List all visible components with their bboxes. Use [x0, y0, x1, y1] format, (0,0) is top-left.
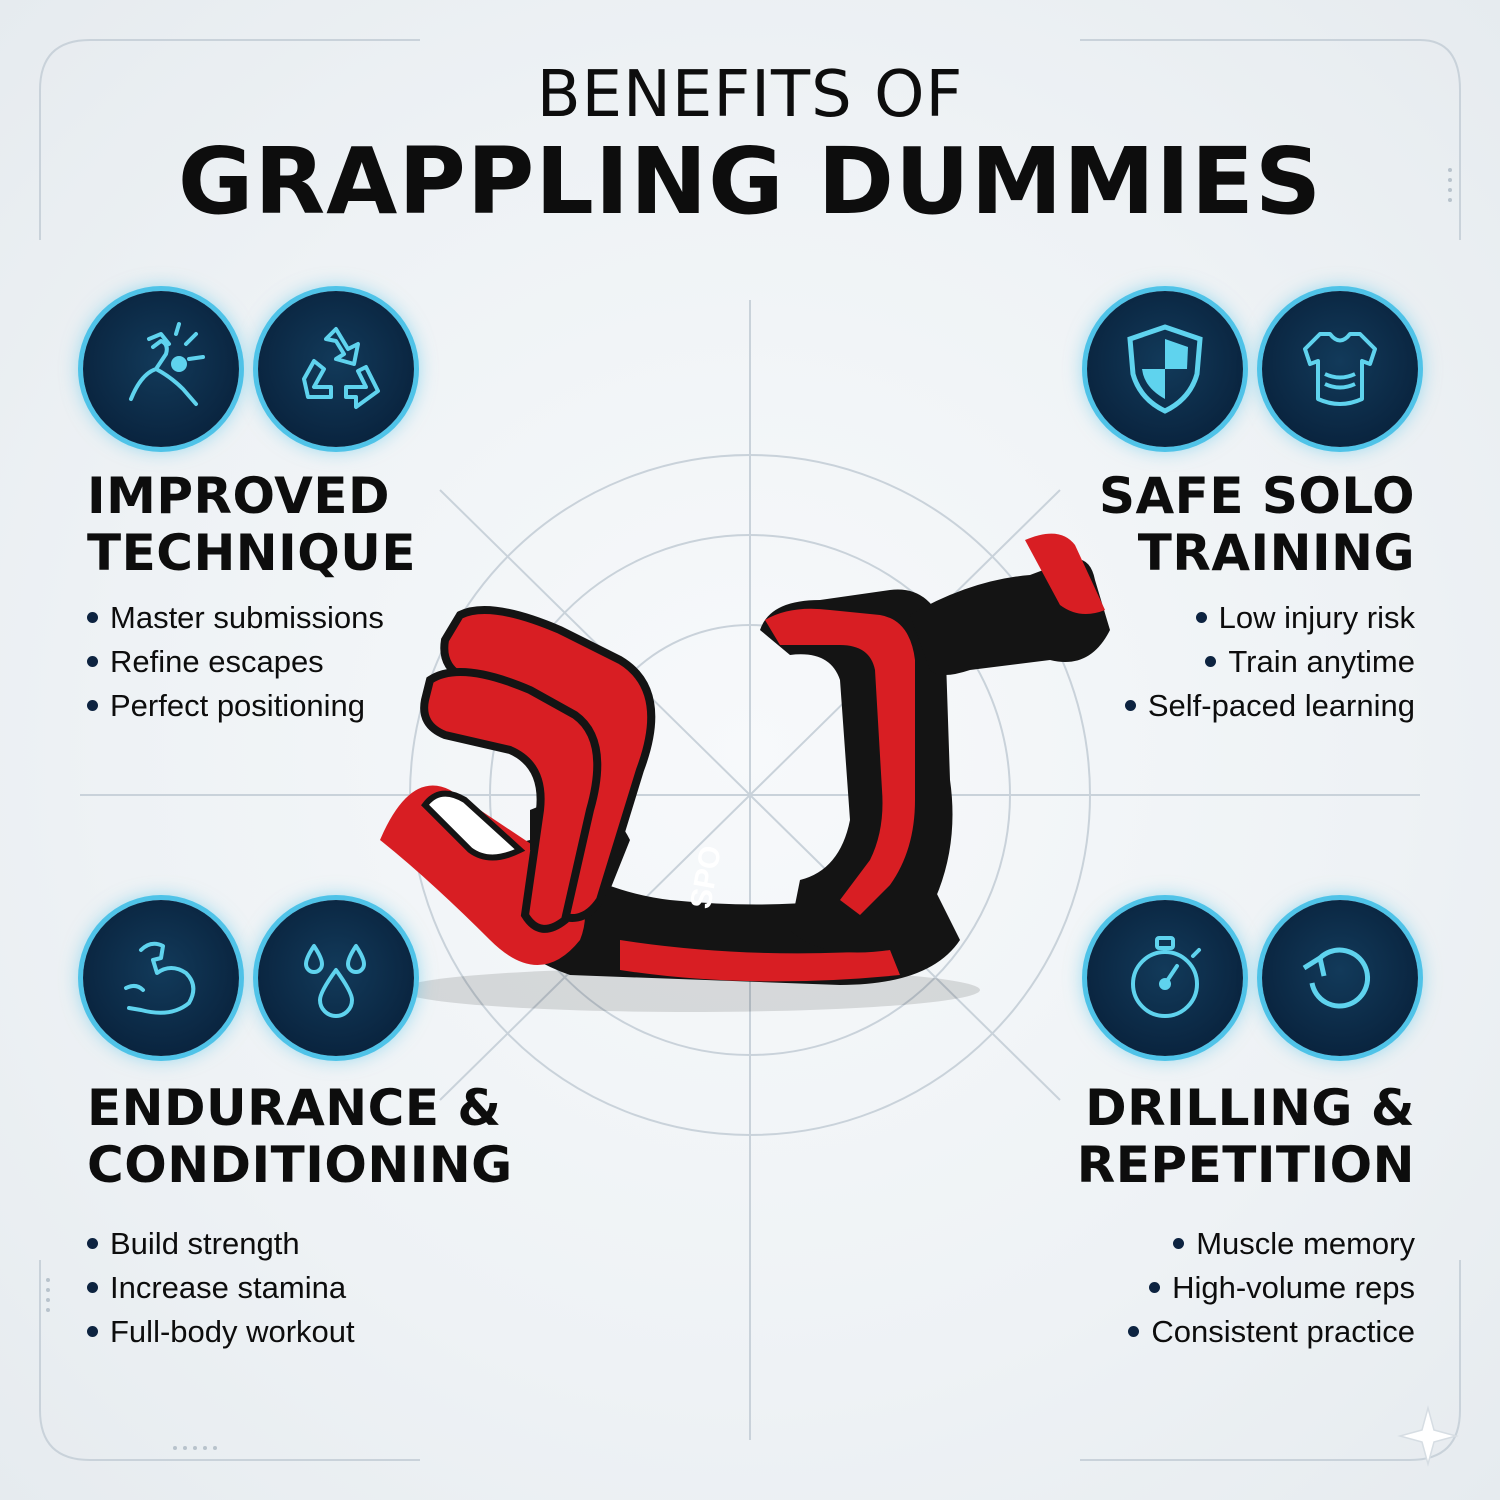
list-item: Refine escapes	[87, 640, 384, 684]
list-item-text: High-volume reps	[1172, 1270, 1415, 1305]
benefit-list: Muscle memory High-volume reps Consisten…	[1128, 1222, 1415, 1354]
list-item: Train anytime	[1125, 640, 1415, 684]
section-title-line: TRAINING	[1137, 524, 1415, 582]
list-item-text: Build strength	[110, 1226, 300, 1261]
list-item-text: Master submissions	[110, 600, 384, 635]
list-item-text: Self-paced learning	[1147, 688, 1415, 723]
list-item: Self-paced learning	[1124, 684, 1415, 728]
repeat-arrow-icon	[1262, 900, 1418, 1056]
benefit-list: Low injury risk Train anytime Self-paced…	[1124, 596, 1415, 728]
list-item-text: Train anytime	[1228, 644, 1415, 679]
flexing-arm-icon	[83, 291, 239, 447]
water-drops-icon	[258, 900, 414, 1056]
section-title-line: IMPROVED	[87, 467, 391, 525]
section-title-line: SAFE SOLO	[1098, 467, 1415, 525]
grappling-dummy-illustration: SPO	[380, 533, 1110, 1012]
benefit-list: Master submissions Refine escapes Perfec…	[87, 596, 384, 728]
list-item-text: Increase stamina	[110, 1270, 347, 1305]
list-item: High-volume reps	[1128, 1266, 1415, 1310]
list-item-text: Muscle memory	[1196, 1226, 1415, 1261]
stopwatch-icon	[1087, 900, 1243, 1056]
brand-text: SPO	[684, 843, 728, 911]
section-title-line: DRILLING &	[1085, 1079, 1415, 1137]
list-item: Master submissions	[87, 596, 384, 640]
section-title-line: ENDURANCE &	[87, 1079, 502, 1137]
body-armor-icon	[1262, 291, 1418, 447]
section-title: SAFE SOLO TRAINING	[1099, 468, 1415, 582]
heading-title: GRAPPLING DUMMIES	[177, 128, 1323, 235]
list-item: Perfect positioning	[87, 684, 384, 728]
list-item-text: Full-body workout	[110, 1314, 355, 1349]
benefit-list: Build strength Increase stamina Full-bod…	[87, 1222, 355, 1354]
list-item: Increase stamina	[87, 1266, 355, 1310]
section-title-line: REPETITION	[1076, 1136, 1415, 1194]
list-item: Full-body workout	[87, 1310, 355, 1354]
list-item: Low injury risk	[1125, 596, 1415, 640]
section-title-line: CONDITIONING	[87, 1136, 513, 1194]
list-item: Consistent practice	[1128, 1310, 1415, 1354]
section-title-line: TECHNIQUE	[87, 524, 417, 582]
list-item-text: Perfect positioning	[110, 688, 366, 723]
list-item: Muscle memory	[1128, 1222, 1415, 1266]
section-title: IMPROVED TECHNIQUE	[87, 468, 416, 582]
shield-icon	[1087, 291, 1243, 447]
list-item-text: Refine escapes	[110, 644, 324, 679]
list-item-text: Consistent practice	[1151, 1314, 1415, 1349]
list-item-text: Low injury risk	[1218, 600, 1415, 635]
list-item: Build strength	[87, 1222, 355, 1266]
bicep-icon	[83, 900, 239, 1056]
recycle-triangle-icon	[258, 291, 414, 447]
heading-subtitle: BENEFITS OF	[536, 58, 964, 132]
section-title: DRILLING & REPETITION	[1077, 1080, 1415, 1194]
section-title: ENDURANCE & CONDITIONING	[87, 1080, 513, 1194]
